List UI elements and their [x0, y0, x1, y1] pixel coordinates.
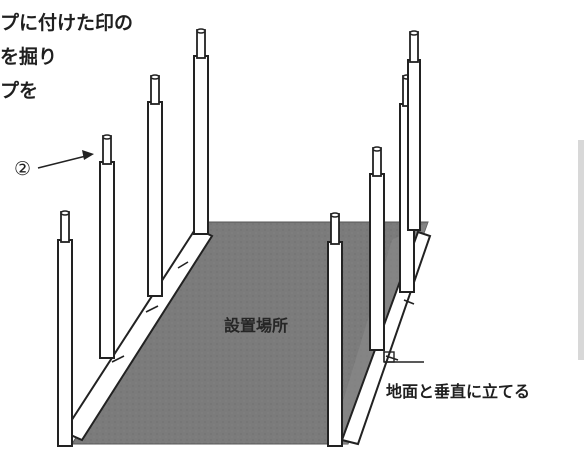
- pipe-left-back: [193, 28, 209, 235]
- pipe-right-back: [407, 30, 421, 231]
- vertical-note: 地面と垂直に立てる: [386, 382, 531, 401]
- step-marker: ②: [14, 158, 32, 180]
- pipe-right-front: [327, 212, 343, 447]
- pipe-left-3: [147, 74, 163, 297]
- installation-area-label: 設置場所: [224, 316, 289, 335]
- pipe-right-2: [369, 146, 385, 351]
- edge-shadow: [578, 140, 584, 360]
- instruction-line-1: プに付けた印の: [0, 12, 134, 34]
- instruction-line-3: プを: [0, 80, 39, 102]
- right-angle-icon: [383, 320, 424, 363]
- pipe-left-2: [99, 134, 115, 359]
- pipe-left-front: [57, 210, 73, 447]
- instruction-line-2: を掘り: [0, 46, 58, 68]
- marker-arrow: [37, 150, 94, 169]
